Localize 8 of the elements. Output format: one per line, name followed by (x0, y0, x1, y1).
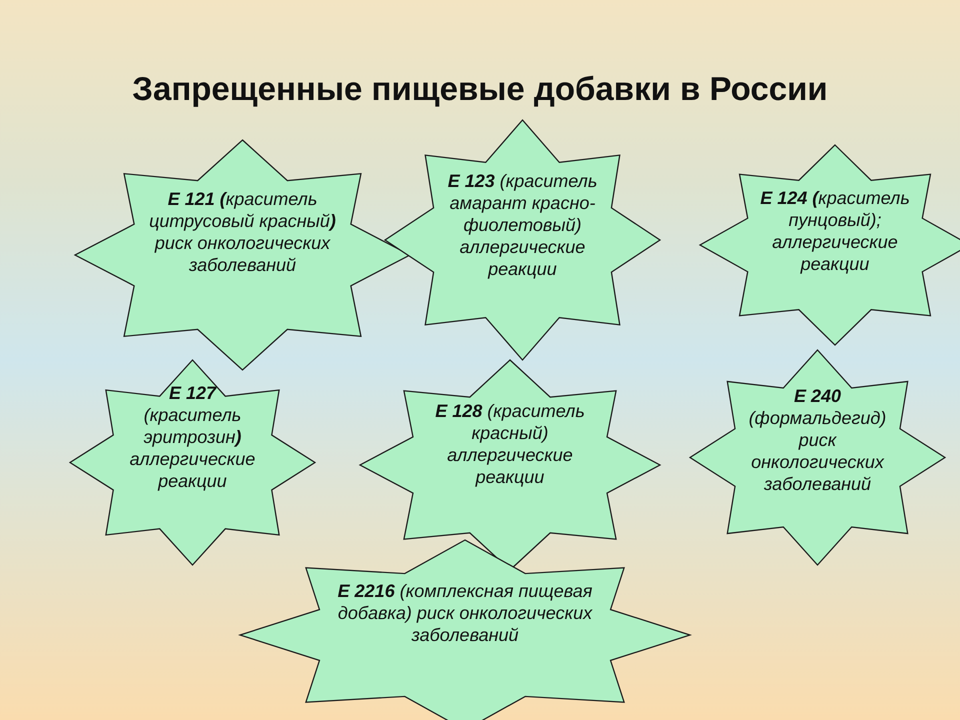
additive-description: Е 121 (краситель цитрусовый красный) риск онкологических заболеваний (148, 188, 337, 276)
additive-description: Е 123 (краситель амарант красно-фиолетовый) аллергические реакции (446, 170, 598, 280)
additive-description: Е 127 (краситель эритрозин) аллергические реакции (128, 382, 256, 492)
additive-description: Е 124 (краситель пунцовый); аллергические реакции (759, 187, 911, 275)
additive-description: Е 128 (краситель красный) аллергические реакции (434, 400, 586, 488)
additive-description: Е 240 (формальдегид) риск онкологических заболеваний (748, 385, 888, 495)
slide-title: Запрещенные пищевые добавки в России (131, 70, 829, 108)
additive-description: Е 2216 (комплексная пищевая добавка) риск онкологических заболеваний (336, 580, 594, 646)
